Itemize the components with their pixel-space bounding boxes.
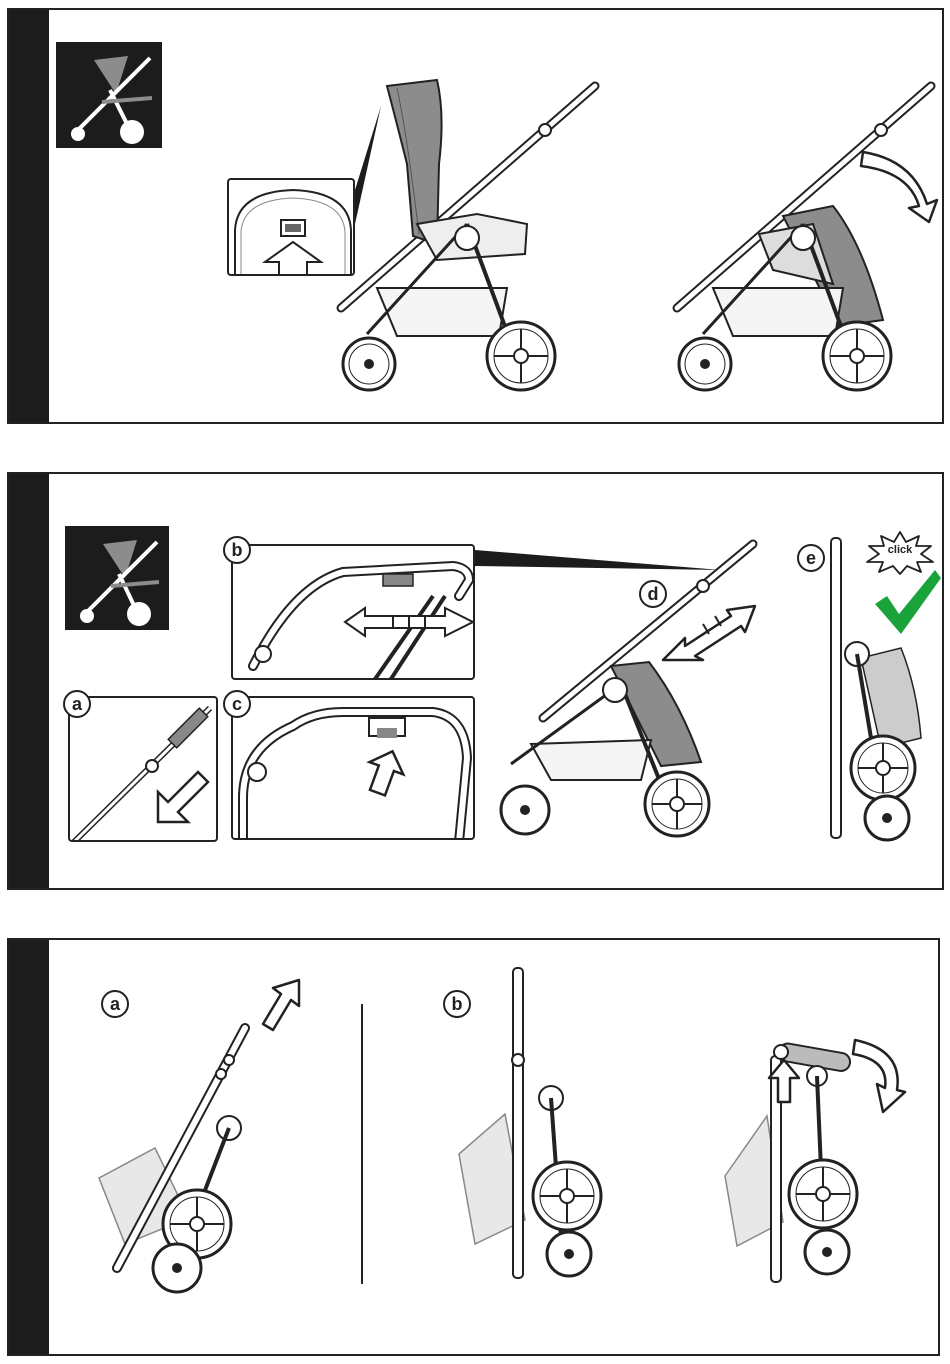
detail-inset-a [68,696,218,842]
slide-arrow-icon [661,586,761,666]
pull-up-arrow-icon [259,978,303,1034]
step-label-d: d [639,580,667,608]
step-label-b: b [223,536,251,564]
step-panel-3: a b [7,938,940,1356]
check-icon [873,568,943,636]
step-panel-2: b a c [7,472,944,890]
step-bar [9,940,49,1354]
rotate-arrow-icon [847,1036,907,1116]
step-label-c: c [223,690,251,718]
stroller-illustration [491,534,771,844]
rotate-arrow-icon [857,138,947,228]
click-label: click [880,544,920,556]
step-panel-1 [7,8,944,424]
push-up-arrow-icon [767,1058,801,1104]
detail-inset-c [231,696,475,840]
stroller-illustration [327,74,627,414]
divider [361,1004,363,1284]
folded-stroller-illustration [455,964,615,1294]
step-label-e: e [797,544,825,572]
stroller-illustration [663,74,950,414]
step-label-a: a [63,690,91,718]
